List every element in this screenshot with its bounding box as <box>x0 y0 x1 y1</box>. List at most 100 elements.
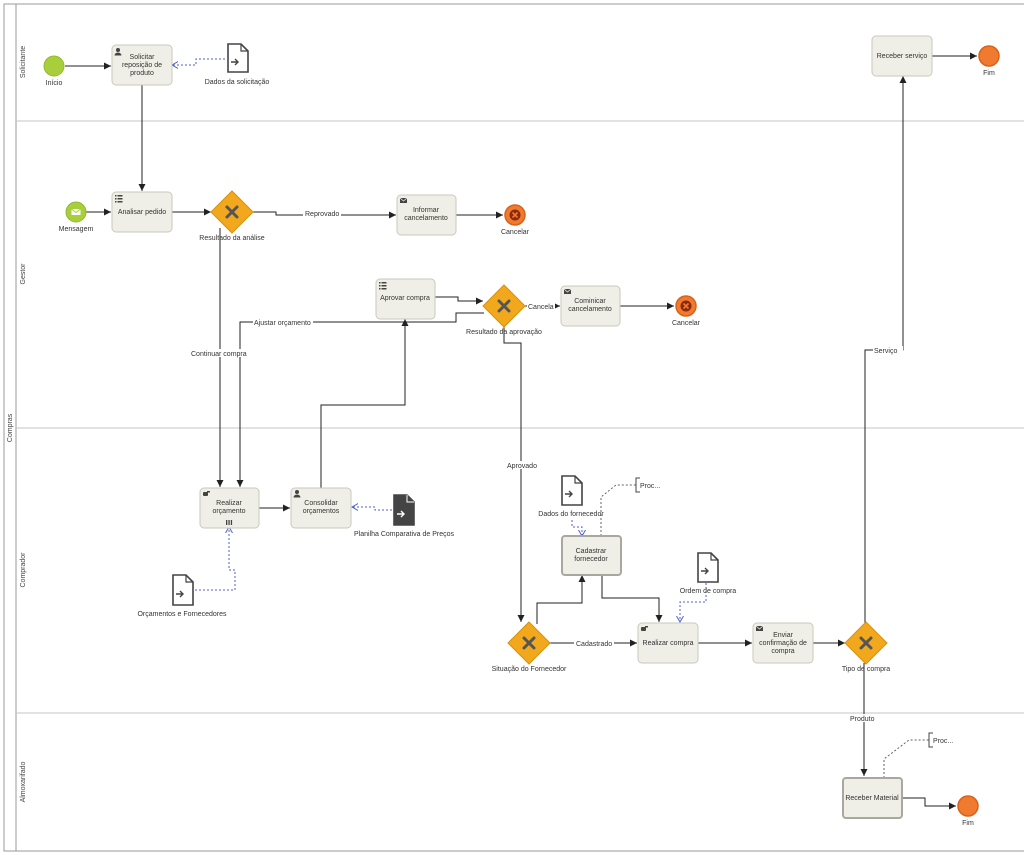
flow-aprovar-gateway <box>435 296 483 305</box>
task-receber-servico[interactable]: Receber serviço <box>871 35 933 77</box>
flow-aprovado <box>503 326 525 622</box>
task-receber-servico-line1: Receber serviço <box>877 53 928 60</box>
task-enviar-line1: Enviar <box>773 632 794 639</box>
end-event-fim-1-label: Fim <box>983 70 995 77</box>
task-solicitar-line3: produto <box>130 70 154 77</box>
task-receber-material[interactable]: Receber Material <box>842 777 903 819</box>
data-object-orcamentos[interactable]: Orçamentos e Fornecedores <box>137 574 227 618</box>
task-realizar-compra[interactable]: Realizar compra <box>637 622 699 664</box>
annotation-proc-2-text: Proc... <box>933 738 953 745</box>
flow-situacao-cadastrar <box>536 575 586 624</box>
task-aprovar-line1: Aprovar compra <box>380 295 430 302</box>
annotation-proc-1-text: Proc... <box>640 483 660 490</box>
end-event-cancelar-2[interactable]: Cancelar <box>672 295 701 327</box>
data-object-planilha-label: Planilha Comparativa de Preços <box>354 531 454 538</box>
task-aprovar[interactable]: Aprovar compra <box>375 278 436 320</box>
task-realizar-compra-line1: Realizar compra <box>643 640 694 647</box>
user-icon <box>293 490 301 498</box>
task-cadastrar-line1: Cadastrar <box>576 548 607 555</box>
gateway-situacao-fornecedor-label: Situação do Fornecedor <box>492 666 567 673</box>
task-solicitar-line2: reposição de <box>122 62 162 69</box>
task-cadastrar[interactable]: Cadastrar fornecedor <box>561 535 622 576</box>
flow-label-ajustar: Ajustar orçamento <box>254 320 311 327</box>
flow-cadastrar-realizar <box>601 574 663 622</box>
flow-ajustar <box>236 312 484 487</box>
data-object-dados-fornecedor-label: Dados do fornecedor <box>538 511 604 518</box>
flow-label-continuar: Continuar compra <box>191 351 247 358</box>
list-icon <box>115 195 123 203</box>
end-event-cancelar-1-label: Cancelar <box>501 229 530 236</box>
data-object-dados-solicitacao-label: Dados da solicitação <box>205 79 270 86</box>
data-object-dados-solicitacao[interactable]: Dados da solicitação <box>205 43 270 86</box>
task-analisar[interactable]: Analisar pedido <box>111 191 173 233</box>
flow-consolidar-aprovar <box>320 319 409 488</box>
exclusive-x-icon <box>859 636 873 650</box>
flow-material-fim2 <box>902 797 956 810</box>
end-event-fim-2[interactable]: Fim <box>957 795 979 827</box>
end-event-cancelar-2-label: Cancelar <box>672 320 701 327</box>
end-event-fim-1[interactable]: Fim <box>978 45 1000 77</box>
task-informar-line1: Informar <box>413 207 440 214</box>
start-event-inicio[interactable]: Início <box>43 55 65 87</box>
gateway-resultado-aprovacao[interactable]: Resultado da aprovação <box>466 284 542 336</box>
assoc-dados-fornecedor <box>571 520 582 536</box>
annotation-proc-2[interactable]: Proc... <box>928 732 953 748</box>
assoc-proc2 <box>883 739 929 778</box>
gateway-tipo-compra-label: Tipo de compra <box>842 666 890 673</box>
start-event-inicio-label: Início <box>46 80 63 87</box>
flow-label-reprovado: Reprovado <box>305 211 339 218</box>
envelope-icon <box>399 197 408 203</box>
assoc-ordem-compra <box>680 583 707 622</box>
data-object-dados-fornecedor[interactable]: Dados do fornecedor <box>538 475 604 518</box>
assoc-proc1 <box>600 484 636 536</box>
hand-icon <box>203 491 210 496</box>
lanes: Solicitante Gestor Comprador Almoxarifad… <box>16 46 1024 802</box>
end-event-fim-2-label: Fim <box>962 820 974 827</box>
sequence-flows <box>65 52 977 810</box>
task-informar[interactable]: Informar cancelamento <box>396 194 457 236</box>
flow-labels: Reprovado Continuar compra Ajustar orçam… <box>190 209 903 723</box>
envelope-icon <box>755 625 764 631</box>
flow-label-cancela: Cancela <box>528 304 554 311</box>
task-realizar-orcamento[interactable]: Realizar orçamento <box>199 487 260 529</box>
hand-icon <box>641 626 648 631</box>
task-realizar-orcamento-line2: orçamento <box>212 508 245 515</box>
task-consolidar-line1: Consolidar <box>304 500 338 507</box>
data-object-ordem-compra-label: Ordem de compra <box>680 588 737 595</box>
lane-almoxarifado: Almoxarifado <box>20 761 27 802</box>
cancel-x-icon <box>509 209 521 221</box>
task-realizar-orcamento-line1: Realizar <box>216 500 242 507</box>
task-solicitar[interactable]: Solicitar reposição de produto <box>111 44 173 86</box>
user-icon <box>114 48 122 56</box>
data-object-ordem-compra[interactable]: Ordem de compra <box>680 552 737 595</box>
lane-gestor: Gestor <box>20 263 27 285</box>
data-object-planilha[interactable]: Planilha Comparativa de Preços <box>354 494 454 538</box>
exclusive-x-icon <box>497 299 511 313</box>
envelope-icon <box>563 288 572 294</box>
task-consolidar[interactable]: Consolidar orçamentos <box>290 487 352 529</box>
task-comunicar[interactable]: Cominicar cancelamento <box>560 285 621 327</box>
flow-label-servico: Serviço <box>874 348 897 355</box>
output-arrow-icon <box>397 510 405 518</box>
input-arrow-icon <box>565 490 573 498</box>
task-analisar-line1: Analisar pedido <box>118 209 166 216</box>
cancel-x-icon <box>680 300 692 312</box>
end-event-cancelar-1[interactable]: Cancelar <box>501 204 530 236</box>
gateway-situacao-fornecedor[interactable]: Situação do Fornecedor <box>492 621 567 673</box>
gateway-resultado-analise[interactable]: Resultado da análise <box>199 190 265 242</box>
task-solicitar-line1: Solicitar <box>130 54 156 61</box>
task-informar-line2: cancelamento <box>404 215 448 222</box>
task-enviar-line2: confirmação de <box>759 640 807 647</box>
task-comunicar-line1: Cominicar <box>574 298 606 305</box>
task-enviar-line3: compra <box>771 648 794 655</box>
input-arrow-icon <box>176 590 184 598</box>
flow-label-cadastrado: Cadastrado <box>576 641 612 648</box>
start-event-mensagem[interactable]: Mensagem <box>59 201 94 233</box>
annotation-proc-1[interactable]: Proc... <box>635 477 660 493</box>
exclusive-x-icon <box>522 636 536 650</box>
multi-instance-icon <box>226 520 233 525</box>
gateway-tipo-compra[interactable]: Tipo de compra <box>842 621 890 673</box>
task-enviar[interactable]: Enviar confirmação de compra <box>752 622 814 664</box>
assoc-dados-solicitacao <box>172 58 225 65</box>
